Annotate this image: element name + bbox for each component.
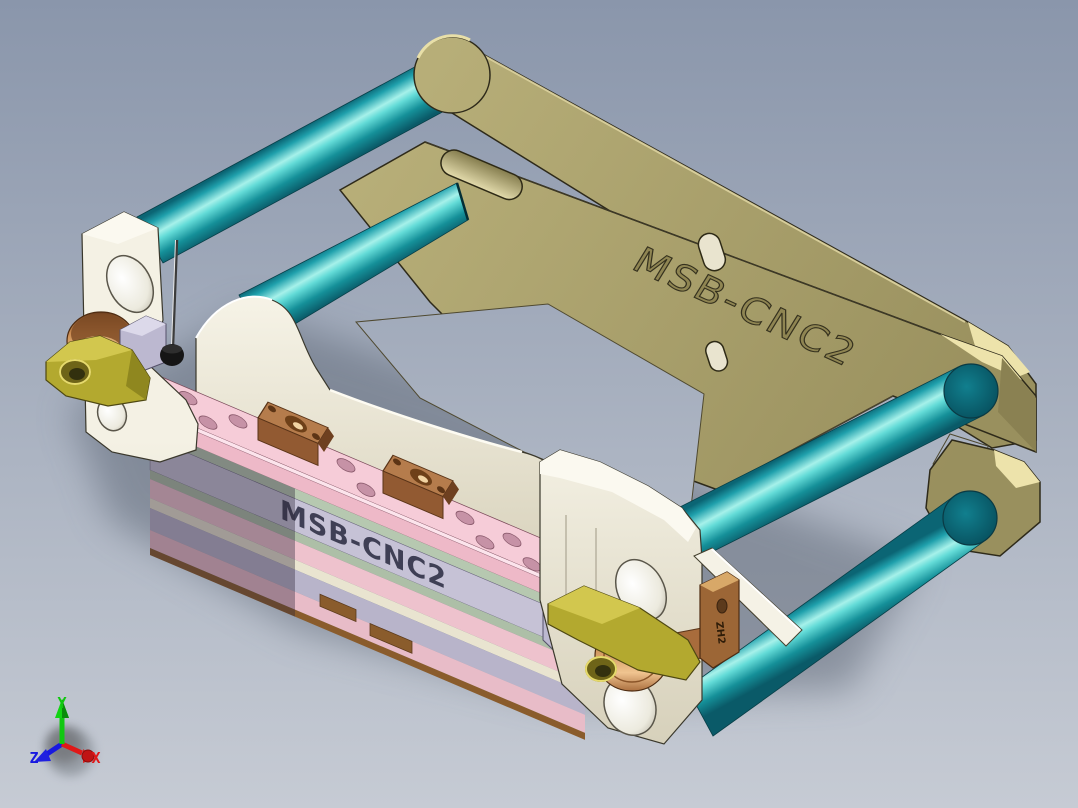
right-block-top-band [540, 450, 696, 542]
rail-hole [336, 458, 356, 473]
axis-y-label: Y [57, 694, 66, 712]
rail-cream-strip [150, 498, 585, 693]
axis-x-label: X [91, 749, 100, 767]
axis-z-label: Z [29, 749, 38, 767]
rail-pink-bottom [150, 530, 585, 733]
clamp-block-2 [382, 454, 459, 520]
rail-hole [475, 535, 495, 550]
oval-hole [105, 254, 155, 314]
rail-shadow-overlay [150, 427, 295, 617]
rail-hole [502, 532, 522, 547]
rail-foot-2 [369, 622, 413, 654]
rod-3-end-face [943, 363, 999, 419]
cam-lever-left [45, 335, 151, 407]
clamp-block-1 [257, 401, 334, 467]
rail-brown-base [150, 548, 585, 740]
left-block-top-face [82, 212, 158, 244]
rod-4-end-face [942, 490, 998, 546]
rail-hole [198, 415, 218, 430]
cap-corner-highlight [994, 450, 1040, 488]
back-bar-round-end [413, 34, 491, 114]
plate-slot-upper [697, 232, 727, 272]
rail-hole [356, 482, 376, 497]
marked-clamp-block: ZH2 [699, 571, 740, 669]
orientation-triad[interactable]: Y Z X [29, 694, 101, 776]
axis-y[interactable] [55, 699, 69, 744]
rail-sage-strip [150, 427, 585, 622]
guide-rod-3 [671, 363, 999, 560]
rail-top-edge [150, 408, 585, 597]
rail-lavender-lower [150, 508, 585, 715]
knob [160, 344, 184, 366]
block-marking-text: ZH2 [713, 621, 727, 645]
guide-rod-4 [686, 490, 998, 737]
plate-thickness-face [998, 358, 1036, 452]
right-block-ledge [693, 547, 803, 647]
bar-corner-highlight [968, 322, 1030, 380]
plate-slot-lower [705, 340, 729, 372]
cam-lever-right [547, 585, 701, 682]
axis-z[interactable] [34, 741, 64, 762]
rail-pink-lower [150, 479, 585, 683]
rail-sage-strip-2 [150, 470, 585, 664]
knob-pin [171, 239, 179, 347]
rail-foot-1 [319, 593, 357, 623]
rail-hole [228, 414, 248, 429]
rail-assembly: MSB-CNC2 [149, 371, 586, 740]
axis-x[interactable] [60, 741, 95, 763]
rail-hole [455, 510, 475, 526]
plate-slot-long [440, 149, 523, 201]
